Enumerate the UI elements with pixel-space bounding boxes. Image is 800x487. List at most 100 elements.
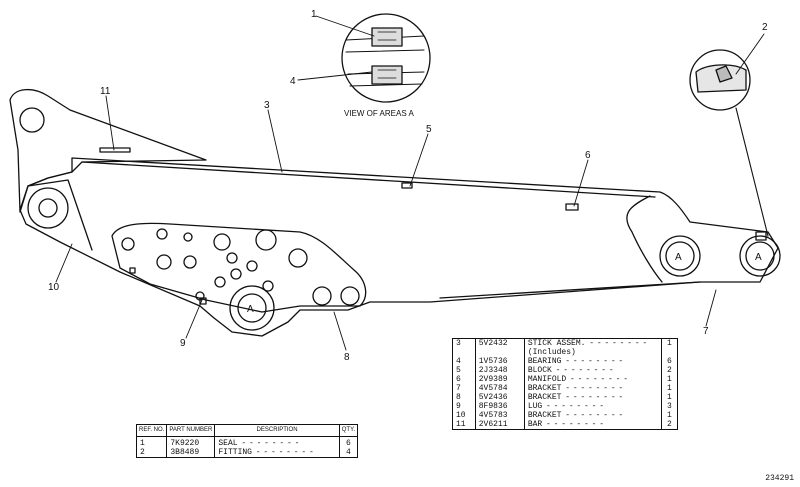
cell-ref: 11 (452, 420, 476, 430)
leader-dashes: - - - - - - - - (542, 402, 604, 411)
callout-4: 4 (290, 76, 296, 87)
pin-boss-middle-inner (665, 241, 695, 271)
cell-ref: 8 (452, 393, 476, 402)
leader-dashes: - - - - - - - - (561, 393, 623, 402)
lug-part (129, 267, 136, 274)
plate-hole (156, 228, 168, 240)
leader-dashes: - - - - - - - - (237, 439, 299, 448)
cell-part: 3B8489 (166, 448, 216, 458)
foot-pin-boss (27, 187, 69, 229)
col-part-number: PART NUMBER (166, 424, 216, 437)
foot-pin-bore (38, 198, 58, 218)
cell-desc: BRACKET - - - - - - - - (524, 411, 662, 420)
pin-boss-end-inner (745, 241, 775, 271)
cell-qty: 6 (339, 436, 359, 448)
cell-part: 8F9836 (475, 402, 525, 411)
cell-qty: 4 (339, 448, 359, 458)
plate-hole (213, 233, 231, 251)
callout-5: 5 (426, 124, 432, 135)
cell-part: 4V5784 (475, 384, 525, 393)
cell-part: 4V5783 (475, 411, 525, 420)
plate-hole (156, 254, 172, 270)
col-ref-no: REF. NO. (136, 424, 168, 437)
fitting-part (755, 231, 767, 241)
cell-part: 5V2432 (475, 338, 525, 348)
cell-qty: 1 (667, 375, 672, 384)
callout-9: 9 (180, 338, 186, 349)
leader-dashes: - - - - - - - - (561, 384, 623, 393)
leader-dashes: - - - - - - - - (561, 357, 623, 366)
plate-hole (340, 286, 360, 306)
stick-top-rail (81, 161, 656, 198)
leader-dashes: - - - - - - - - (566, 375, 628, 384)
plate-hole (312, 286, 332, 306)
plate-hole (121, 237, 135, 251)
cell-ref: 4 (452, 357, 476, 366)
stick-body-outline (19, 157, 779, 337)
cell-ref: 5 (452, 366, 476, 375)
block-part (401, 182, 413, 189)
cell-qty: 1 (667, 411, 672, 420)
callout-2: 2 (762, 22, 768, 33)
cell-desc: BLOCK - - - - - - - - (524, 366, 662, 375)
view-caption: VIEW OF AREAS A (344, 109, 414, 118)
cell-ref: 9 (452, 402, 476, 411)
leader-dashes: - - - - - - - - (551, 366, 614, 375)
fitting-detail-circle (689, 49, 751, 111)
cell-part: 2J3348 (475, 366, 525, 375)
cell-part (475, 348, 525, 357)
pin-boss-lower-inner (237, 293, 267, 323)
plate-hole (226, 252, 238, 264)
lug-part (199, 297, 207, 305)
cell-part: 5V2436 (475, 393, 525, 402)
table-row: (Includes) (452, 348, 678, 357)
cell-qty: 2 (667, 366, 672, 375)
stick-nose-curve (626, 195, 663, 283)
stick-bottom-rail (439, 281, 701, 299)
cell-part: 2V9389 (475, 375, 525, 384)
callout-10: 10 (48, 282, 60, 293)
plate-hole (288, 248, 308, 268)
area-marker-middle: A (675, 252, 682, 263)
cell-ref: 1 (136, 436, 168, 448)
cell-ref: 10 (452, 411, 476, 420)
cell-part: 7K9220 (166, 436, 216, 448)
cell-ref (452, 348, 476, 357)
cell-qty: 2 (667, 420, 672, 429)
plate-hole (214, 276, 226, 288)
leader-dashes: - - - - - - - - (561, 411, 623, 420)
cell-ref: 3 (452, 338, 476, 348)
cell-qty (661, 348, 677, 357)
upper-pin-bore (19, 107, 45, 133)
cell-qty: 1 (667, 384, 672, 393)
leader-dashes: - - - - - - - - (251, 448, 314, 457)
pin-boss-end (739, 235, 781, 277)
cell-qty: 6 (667, 357, 672, 366)
col-description: DESCRIPTION (214, 424, 340, 437)
plate-hole (183, 232, 193, 242)
area-marker-lower: A (247, 304, 254, 315)
leader-dashes: - - - - - - - - (542, 420, 604, 429)
plate-hole (183, 255, 197, 269)
area-marker-end: A (755, 252, 762, 263)
callout-1: 1 (311, 9, 317, 20)
cell-qty: 3 (667, 402, 672, 411)
plate-hole (255, 229, 277, 251)
pin-boss-middle (659, 235, 701, 277)
cell-desc: FITTING - - - - - - - - (214, 448, 340, 458)
callout-11: 11 (100, 86, 111, 97)
cell-desc: BAR - - - - - - - - (524, 420, 662, 430)
leader-dashes: - - - - - - - - (585, 339, 647, 348)
cell-desc: BRACKET - - - - - - - - (524, 393, 662, 402)
callout-6: 6 (585, 150, 591, 161)
